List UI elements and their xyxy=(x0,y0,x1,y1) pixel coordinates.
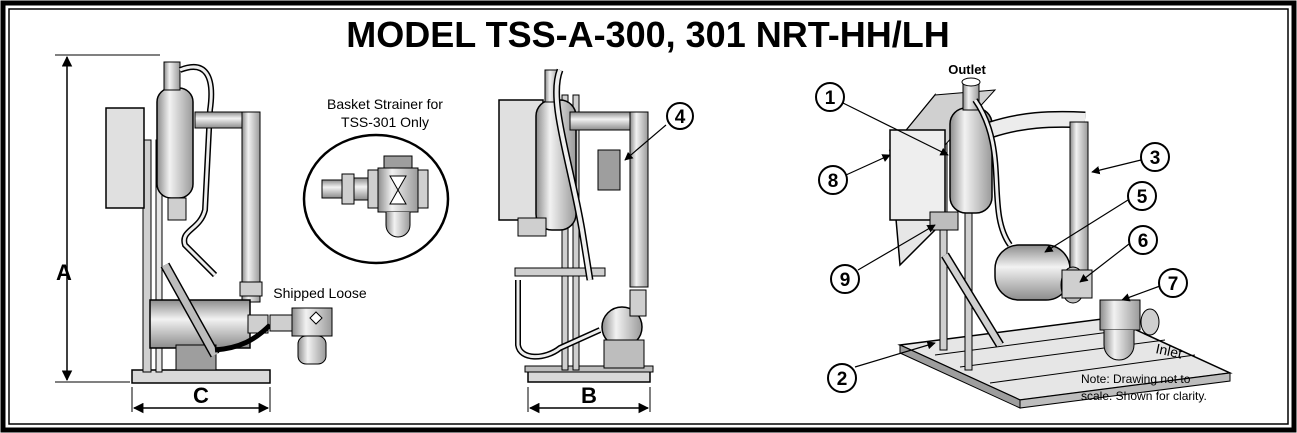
front-riser-pipe xyxy=(629,111,649,288)
iso-hose xyxy=(973,99,1012,246)
side-riser-pipe xyxy=(241,111,261,303)
callout-2-number: 2 xyxy=(837,369,848,390)
dimension-c-label: C xyxy=(193,383,209,408)
callout-6-number: 6 xyxy=(1138,231,1149,252)
side-diagonal-brace xyxy=(161,263,219,357)
note-line2: scale. Shown for clarity. xyxy=(1081,389,1207,403)
callout-1 xyxy=(815,82,845,112)
shipped-loose-label: Shipped Loose xyxy=(273,285,367,301)
callout-7-number: 7 xyxy=(1168,274,1179,295)
callout-4-number: 4 xyxy=(675,107,686,128)
basket-strainer-label-line2: TSS-301 Only xyxy=(341,114,429,130)
side-upright-left xyxy=(142,139,152,373)
dimension-a-label: A xyxy=(56,260,72,285)
callout-1-number: 1 xyxy=(825,88,836,109)
note-line1: Note: Drawing not to xyxy=(1081,372,1191,386)
callout-8 xyxy=(818,165,848,195)
callout-7 xyxy=(1158,268,1188,298)
side-view: A Shipped Loose xyxy=(55,54,367,414)
callout-6 xyxy=(1128,225,1158,255)
shipped-loose-strainer xyxy=(269,307,333,365)
iso-pump-motor xyxy=(994,244,1071,301)
basket-strainer-inset: Basket Strainer for TSS-301 Only xyxy=(302,96,450,265)
iso-top-pipe xyxy=(987,112,1086,137)
front-view: B 4 xyxy=(498,68,694,414)
isometric-view: Outlet Inlet Note: Drawing not to scale.… xyxy=(815,62,1233,409)
iso-diagonal-brace xyxy=(942,253,1003,347)
callout-9 xyxy=(830,264,860,294)
callout-4 xyxy=(666,102,694,130)
callout-9-number: 9 xyxy=(840,270,851,291)
inlet-label: Inlet xyxy=(1154,340,1183,361)
callout-3-number: 3 xyxy=(1150,148,1161,169)
iso-control-box xyxy=(889,129,946,221)
outlet-label: Outlet xyxy=(948,62,986,77)
iso-strainer-body xyxy=(1099,299,1141,331)
inner-frame xyxy=(8,8,1289,425)
callout-3 xyxy=(1140,142,1170,172)
callout-8-number: 8 xyxy=(828,171,839,192)
front-upright-left xyxy=(561,94,569,371)
side-control-box xyxy=(105,107,145,209)
dimension-b-label: B xyxy=(581,383,597,408)
iso-riser-pipe xyxy=(1069,121,1089,271)
basket-strainer-label-line1: Basket Strainer for xyxy=(327,96,443,112)
callout-5 xyxy=(1127,181,1157,211)
side-base-plate xyxy=(131,369,271,384)
side-vessel-bottom xyxy=(167,197,187,221)
callout-5-number: 5 xyxy=(1137,187,1148,208)
side-vessel-outlet xyxy=(163,61,181,91)
callout-2 xyxy=(827,363,857,393)
side-heater-vessel xyxy=(156,87,194,199)
front-solenoid-valve xyxy=(597,149,621,191)
page-title: MODEL TSS-A-300, 301 NRT-HH/LH xyxy=(346,14,949,55)
